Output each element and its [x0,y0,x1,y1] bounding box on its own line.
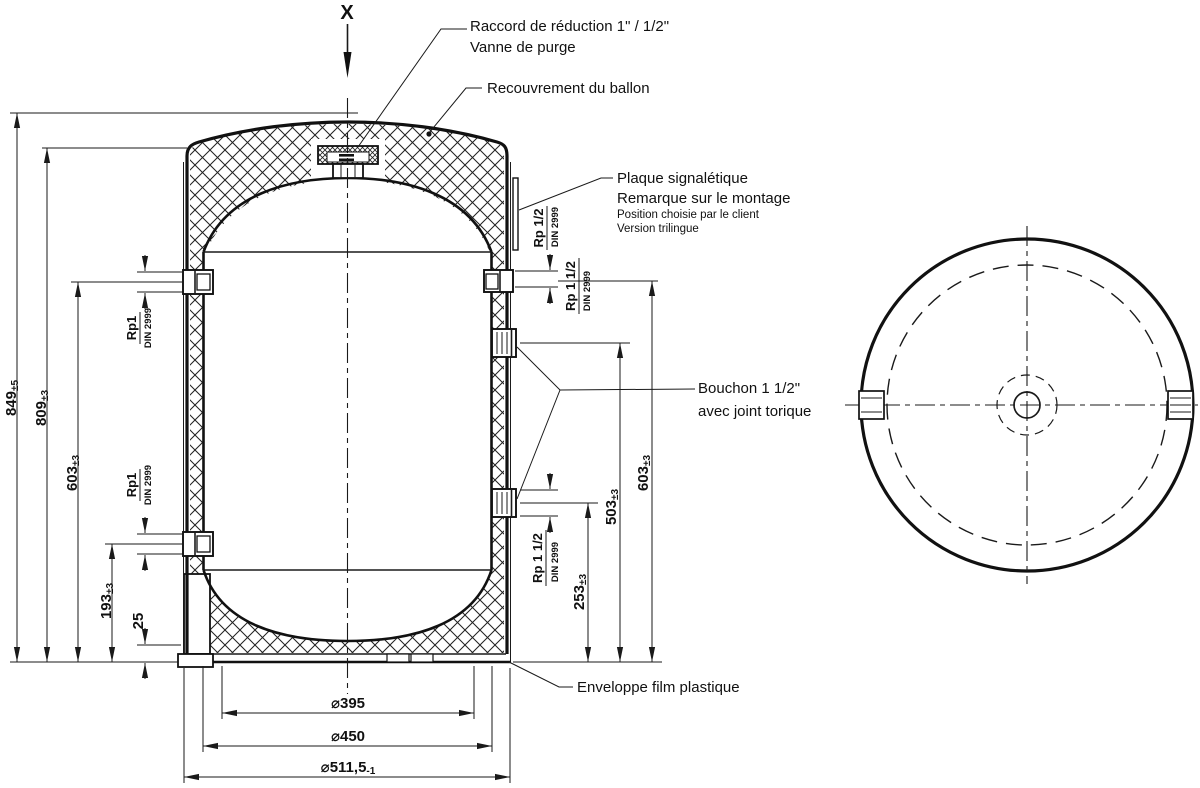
callout-plaque-line4: Version trilingue [617,223,699,235]
tank-cover-outline [185,120,509,654]
dim-label-603-left: 603±3 [64,455,82,492]
left-dimensions: 849±5 809±3 603±3 193±3 25 Rp1 DIN 2999 … [3,112,358,679]
dim-label-603-right: 603±3 [635,455,653,492]
callout-plaque-line1: Plaque signalétique [617,170,748,187]
view-direction-label: X [340,2,354,24]
dim-label-849: 849±5 [3,380,21,417]
leader-enveloppe [508,661,573,688]
callout-raccord-line2: Vanne de purge [470,39,576,56]
leader-raccord [357,28,467,148]
view-direction-arrow [343,52,352,78]
thread-label-rp112-upper: Rp 1 1/2 [563,261,578,311]
leader-plaque [518,177,613,211]
bottom-dimensions: ⌀395 ⌀450 ⌀511,5-1 [183,666,511,783]
leader-dot [426,131,432,137]
right-dimensions: Rp 1/2 DIN 2999 Rp 1 1/2 DIN 2999 Rp 1 1… [513,206,662,663]
leader-bouchon-upper [516,346,696,391]
socket-upper-right [483,269,514,293]
view-direction-marker: X [340,2,354,78]
thread-std-rp112-upper: DIN 2999 [582,271,593,311]
thread-std-rp-half: DIN 2999 [550,207,561,247]
plug-lower-right [491,488,517,518]
thread-label-rp112-lower: Rp 1 1/2 [530,533,545,583]
callout-bouchon-line2: avec joint torique [698,403,811,420]
plug-mid-right [491,328,517,358]
dim-label-809: 809±3 [33,390,51,427]
leader-bouchon-lower [516,389,561,500]
thread-label-rp1-upper: Rp1 [124,316,139,341]
tank-base [177,653,511,668]
callout-plaque-line2: Remarque sur le montage [617,190,790,207]
foot-pad [177,653,214,668]
callout-enveloppe: Enveloppe film plastique [577,679,740,696]
purge-valve-fitting [317,145,379,179]
top-view-socket-left [858,390,885,420]
thread-std-rp1-upper: DIN 2999 [143,308,154,348]
thread-label-rp-half: Rp 1/2 [531,208,546,247]
leader-recouvrement [428,87,482,134]
rating-plate [512,177,519,251]
dim-label-395: ⌀395 [331,695,365,712]
thread-std-rp1-lower: DIN 2999 [143,465,154,505]
callout-plaque-line3: Position choisie par le client [617,209,760,221]
socket-rp1-upper-left [182,269,214,295]
base-notch-2 [410,653,434,663]
dim-label-25: 25 [130,613,147,630]
dim-label-450: ⌀450 [331,728,365,745]
top-view [845,226,1198,584]
thread-label-rp1-lower: Rp1 [124,473,139,498]
top-view-socket-right [1167,390,1194,420]
callout-recouvrement: Recouvrement du ballon [487,80,650,97]
socket-rp1-lower-left [182,531,214,557]
front-view [177,98,519,694]
thread-std-rp112-lower: DIN 2999 [550,542,561,582]
callout-bouchon-line1: Bouchon 1 1/2" [698,380,800,397]
dim-label-511: ⌀511,5-1 [321,759,376,777]
callout-raccord-line1: Raccord de réduction 1" / 1/2" [470,18,669,35]
dim-label-253: 253±3 [571,574,589,611]
dim-label-503: 503±3 [603,489,621,526]
base-notch-1 [386,653,410,663]
dim-label-193: 193±3 [98,583,116,620]
